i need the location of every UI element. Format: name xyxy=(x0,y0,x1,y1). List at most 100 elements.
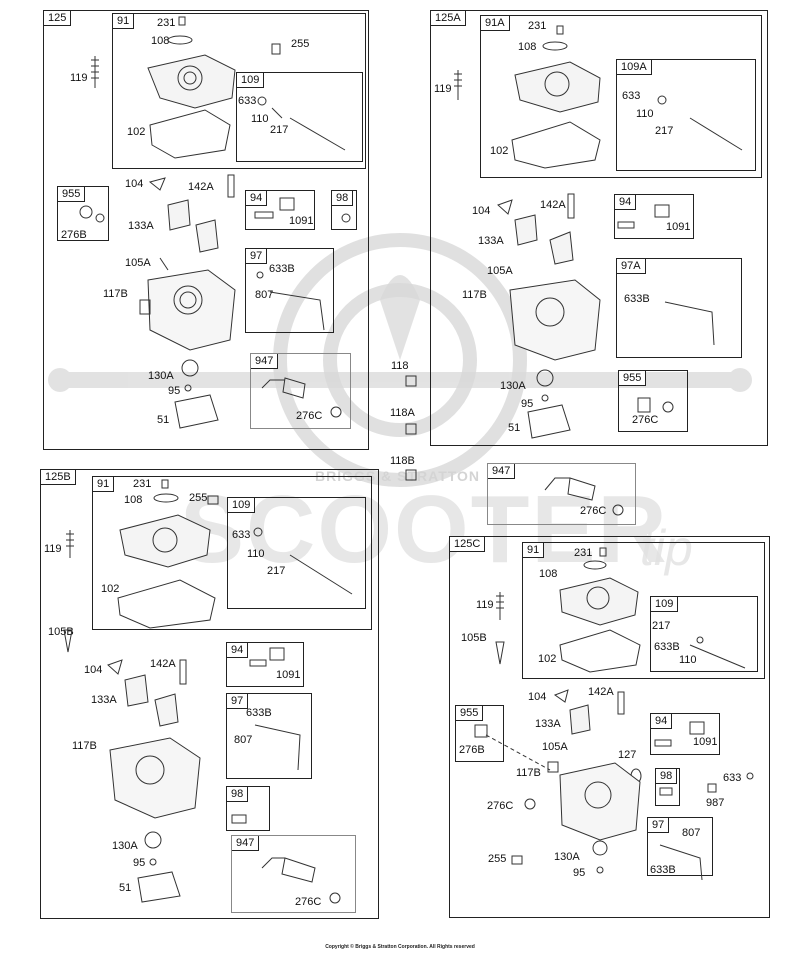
shaft-807-icon xyxy=(664,301,715,346)
part-label: 1091 xyxy=(289,215,314,227)
subassembly-94: 94 xyxy=(245,190,315,230)
primer-142a-icon xyxy=(567,193,575,219)
part-label: 95 xyxy=(573,867,586,879)
part-label: 95 xyxy=(133,857,146,869)
part-label: 276B xyxy=(459,744,485,756)
subassembly-97: 97 xyxy=(245,248,334,333)
oring-633-icon xyxy=(253,527,263,537)
gasket-51-icon xyxy=(174,394,219,429)
part-label: 108 xyxy=(151,35,170,47)
part-label: 104 xyxy=(84,664,103,676)
fitting-118-icon xyxy=(405,375,417,387)
part-label: 217 xyxy=(655,125,674,137)
panel-125b: 125B xyxy=(40,469,379,919)
washer-276c-icon xyxy=(329,892,341,904)
part-label: 1091 xyxy=(666,221,691,233)
part-label: 231 xyxy=(133,478,152,490)
solenoid-947-icon xyxy=(261,857,316,883)
watermark-sub: BRIGGS & STRATTON xyxy=(315,468,481,484)
subassembly-109a: 109A xyxy=(616,59,756,171)
spring-94-icon xyxy=(617,221,635,229)
bowl-130a-icon xyxy=(144,831,162,849)
plug-987-icon xyxy=(707,783,717,793)
carburetor-body-icon xyxy=(559,762,641,841)
spring-110-icon xyxy=(271,107,283,119)
part-label: 133A xyxy=(128,220,154,232)
primer-142a-icon xyxy=(179,659,187,685)
part-label: 276C xyxy=(487,800,514,812)
needle-217-icon xyxy=(289,554,353,595)
panel-125c: 125C xyxy=(449,536,770,918)
part-label: 255 xyxy=(189,492,208,504)
plug-255-icon xyxy=(207,495,219,505)
part-label: 217 xyxy=(267,565,286,577)
seal-98-icon xyxy=(341,213,351,223)
seal-98-icon xyxy=(659,787,673,796)
screw-231-icon xyxy=(161,479,169,489)
oring-633-icon xyxy=(657,95,667,105)
part-label: 276C xyxy=(632,414,659,426)
part-label: 133A xyxy=(535,718,561,730)
part-label: 807 xyxy=(682,827,701,839)
screw-95-icon xyxy=(596,866,604,874)
part-label: 276C xyxy=(296,410,323,422)
cap-276b-icon xyxy=(79,205,93,219)
part-label: 95 xyxy=(168,385,181,397)
part-label: 118 xyxy=(391,360,409,372)
screw-119-icon xyxy=(496,592,504,620)
screw-95-icon xyxy=(184,384,192,392)
oring-633-icon xyxy=(696,636,704,644)
carburetor-cover-icon xyxy=(119,514,211,568)
part-label: 130A xyxy=(500,380,526,392)
washer-276c-icon xyxy=(612,504,624,516)
float-133a-icon xyxy=(167,199,219,253)
cap-276b-icon xyxy=(474,724,488,738)
part-label: 276C xyxy=(295,896,322,908)
panel-label: 125 xyxy=(44,11,72,26)
subassembly-94: 94 xyxy=(614,194,694,239)
subassembly-97: 97 xyxy=(647,817,713,876)
needle-217-icon xyxy=(689,117,743,151)
gasket-108-icon xyxy=(153,493,179,503)
solenoid-947-icon xyxy=(261,377,306,399)
gasket-icon xyxy=(149,109,231,159)
primer-142a-icon xyxy=(617,691,625,715)
part-label: 133A xyxy=(91,694,117,706)
fitting-118b-icon xyxy=(405,469,417,481)
part-label: 108 xyxy=(518,41,537,53)
part-label: 108 xyxy=(539,568,558,580)
part-label: 105B xyxy=(48,626,74,638)
part-label: 102 xyxy=(538,653,557,665)
oring-633-icon xyxy=(746,772,754,780)
spring-94-icon xyxy=(254,211,274,219)
part-label: 1091 xyxy=(693,736,718,748)
spring-94-icon xyxy=(249,659,267,667)
screw-231-icon xyxy=(178,16,186,26)
gasket-icon xyxy=(559,629,641,673)
carburetor-body-icon xyxy=(109,737,201,819)
subassembly-955: 955 xyxy=(57,186,109,241)
shaft-807-icon xyxy=(269,291,325,331)
part-label: 987 xyxy=(706,797,725,809)
spring-94-icon xyxy=(654,739,672,747)
washer-276c-icon xyxy=(662,401,674,413)
subassembly-91: 91 xyxy=(522,542,765,679)
part-label: 127 xyxy=(618,749,637,761)
primer-142a-icon xyxy=(227,174,235,198)
washer-276c-icon xyxy=(524,798,536,810)
part-label: 118B xyxy=(390,455,415,467)
subassembly-98: 98 xyxy=(331,190,357,230)
bowl-130a-icon xyxy=(181,359,199,377)
part-label: 108 xyxy=(124,494,143,506)
part-label: 231 xyxy=(157,17,176,29)
bowl-130a-icon xyxy=(536,369,554,387)
gasket-icon xyxy=(117,579,216,629)
part-label: 105A xyxy=(125,257,151,269)
gasket-108-icon xyxy=(583,560,607,570)
valve-105a-icon xyxy=(159,257,169,271)
part-label: 118A xyxy=(390,407,415,419)
gasket-108-icon xyxy=(167,35,193,45)
part-label: 633B xyxy=(654,641,680,653)
gasket-108-icon xyxy=(542,41,568,51)
